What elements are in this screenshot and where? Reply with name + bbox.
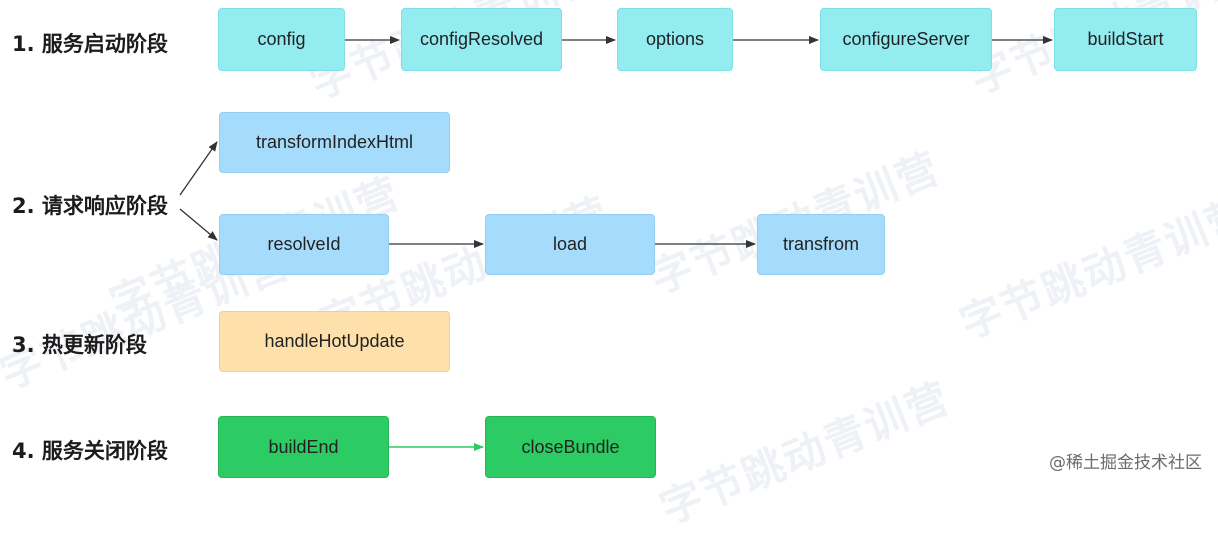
node-configresolved: configResolved [401, 8, 562, 71]
stage-label-shutdown: 4. 服务关闭阶段 [12, 439, 168, 463]
arrow-stage2-to-transformindexhtml [179, 141, 218, 196]
node-closebundle: closeBundle [485, 416, 656, 478]
node-buildend: buildEnd [218, 416, 389, 478]
arrow-stage2-to-resolveid [179, 208, 218, 241]
node-load: load [485, 214, 655, 275]
node-handlehotupdate: handleHotUpdate [219, 311, 450, 372]
stage-label-request: 2. 请求响应阶段 [12, 194, 168, 218]
node-config: config [218, 8, 345, 71]
node-transfrom: transfrom [757, 214, 885, 275]
node-transformindexhtml: transformIndexHtml [219, 112, 450, 173]
stage-label-hmr: 3. 热更新阶段 [12, 333, 147, 357]
node-configureserver: configureServer [820, 8, 992, 71]
node-options: options [617, 8, 733, 71]
node-resolveid: resolveId [219, 214, 389, 275]
source-credit: @稀土掘金技术社区 [1049, 453, 1202, 473]
stage-label-startup: 1. 服务启动阶段 [12, 32, 168, 56]
connector-layer [179, 36, 1053, 451]
node-buildstart: buildStart [1054, 8, 1197, 71]
